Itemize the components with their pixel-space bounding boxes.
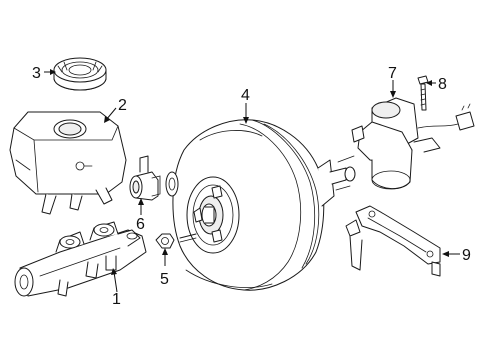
callout-1: 1 <box>112 291 121 308</box>
reservoir-cap-part <box>53 57 107 91</box>
vacuum-pump-part <box>351 97 475 190</box>
callout-4: 4 <box>241 87 250 104</box>
callout-numbers: 3 2 1 4 5 6 7 8 9 <box>32 65 471 308</box>
callout-3: 3 <box>32 65 41 82</box>
callout-9: 9 <box>462 247 471 264</box>
master-cylinder-part <box>14 221 147 297</box>
sensor-part <box>129 155 161 201</box>
nut-part <box>155 233 175 249</box>
brake-booster-part <box>165 119 356 291</box>
callout-leaders <box>44 69 460 293</box>
callout-2: 2 <box>118 97 127 114</box>
callout-8: 8 <box>438 76 447 93</box>
bolt-part <box>417 75 429 111</box>
callout-5: 5 <box>160 271 169 288</box>
reservoir-part <box>9 111 127 215</box>
pump-bracket-part <box>345 205 441 277</box>
callout-6: 6 <box>136 216 145 233</box>
callout-7: 7 <box>388 65 397 82</box>
